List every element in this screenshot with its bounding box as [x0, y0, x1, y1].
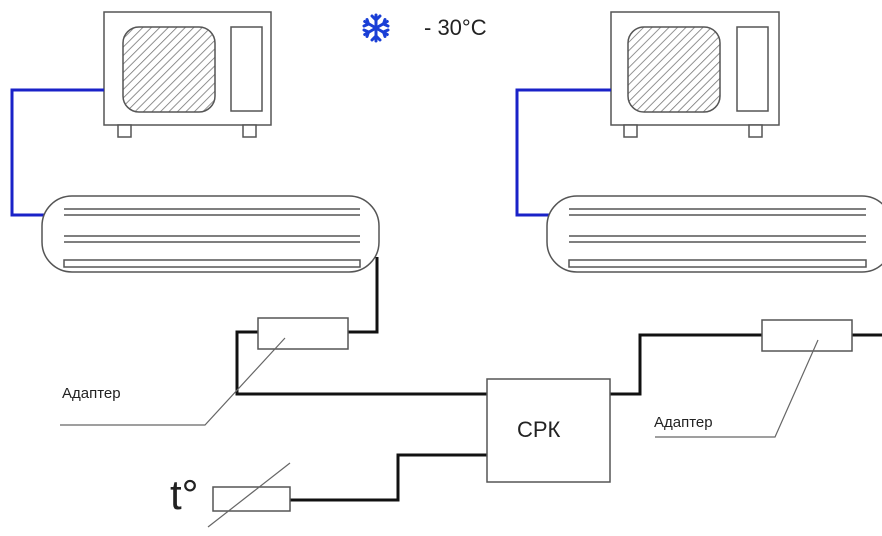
air-vent — [568, 259, 867, 268]
outdoor-unit-right — [610, 11, 780, 138]
temperature-sensor — [212, 486, 291, 512]
unit-foot — [623, 124, 638, 138]
snowflake-icon — [362, 13, 390, 43]
srk-controller — [486, 378, 611, 483]
temperature-sensor-label: t° — [170, 471, 199, 518]
adapter-right — [761, 319, 853, 352]
outdoor-temperature-label: - 30°C — [424, 15, 487, 40]
wire-adapter-left-to-srk — [235, 330, 487, 396]
leader-line-sensor — [207, 462, 291, 528]
wire-srk-to-sensor — [290, 453, 487, 502]
leader-line-adapter-right — [655, 339, 819, 438]
fan-grille — [122, 26, 216, 113]
unit-foot — [117, 124, 132, 138]
fan-grille — [627, 26, 721, 113]
wire-srk-to-adapter-right — [610, 333, 762, 396]
air-vent — [63, 259, 361, 268]
outdoor-unit-left — [103, 11, 272, 138]
leader-line-adapter-left — [60, 337, 286, 426]
indoor-unit-right — [546, 195, 882, 273]
service-panel — [736, 26, 769, 112]
wire-indoor-left-to-adapter — [348, 257, 379, 334]
indoor-unit-left — [41, 195, 380, 273]
adapter-right-label: Адаптер — [654, 414, 713, 431]
unit-foot — [242, 124, 257, 138]
adapter-left-label: Адаптер — [62, 385, 121, 402]
service-panel — [230, 26, 263, 112]
adapter-left — [257, 317, 349, 350]
unit-foot — [748, 124, 763, 138]
refrigerant-line-right — [515, 88, 611, 217]
refrigerant-line-left — [10, 88, 104, 217]
srk-controller-label: СРК — [517, 417, 561, 442]
